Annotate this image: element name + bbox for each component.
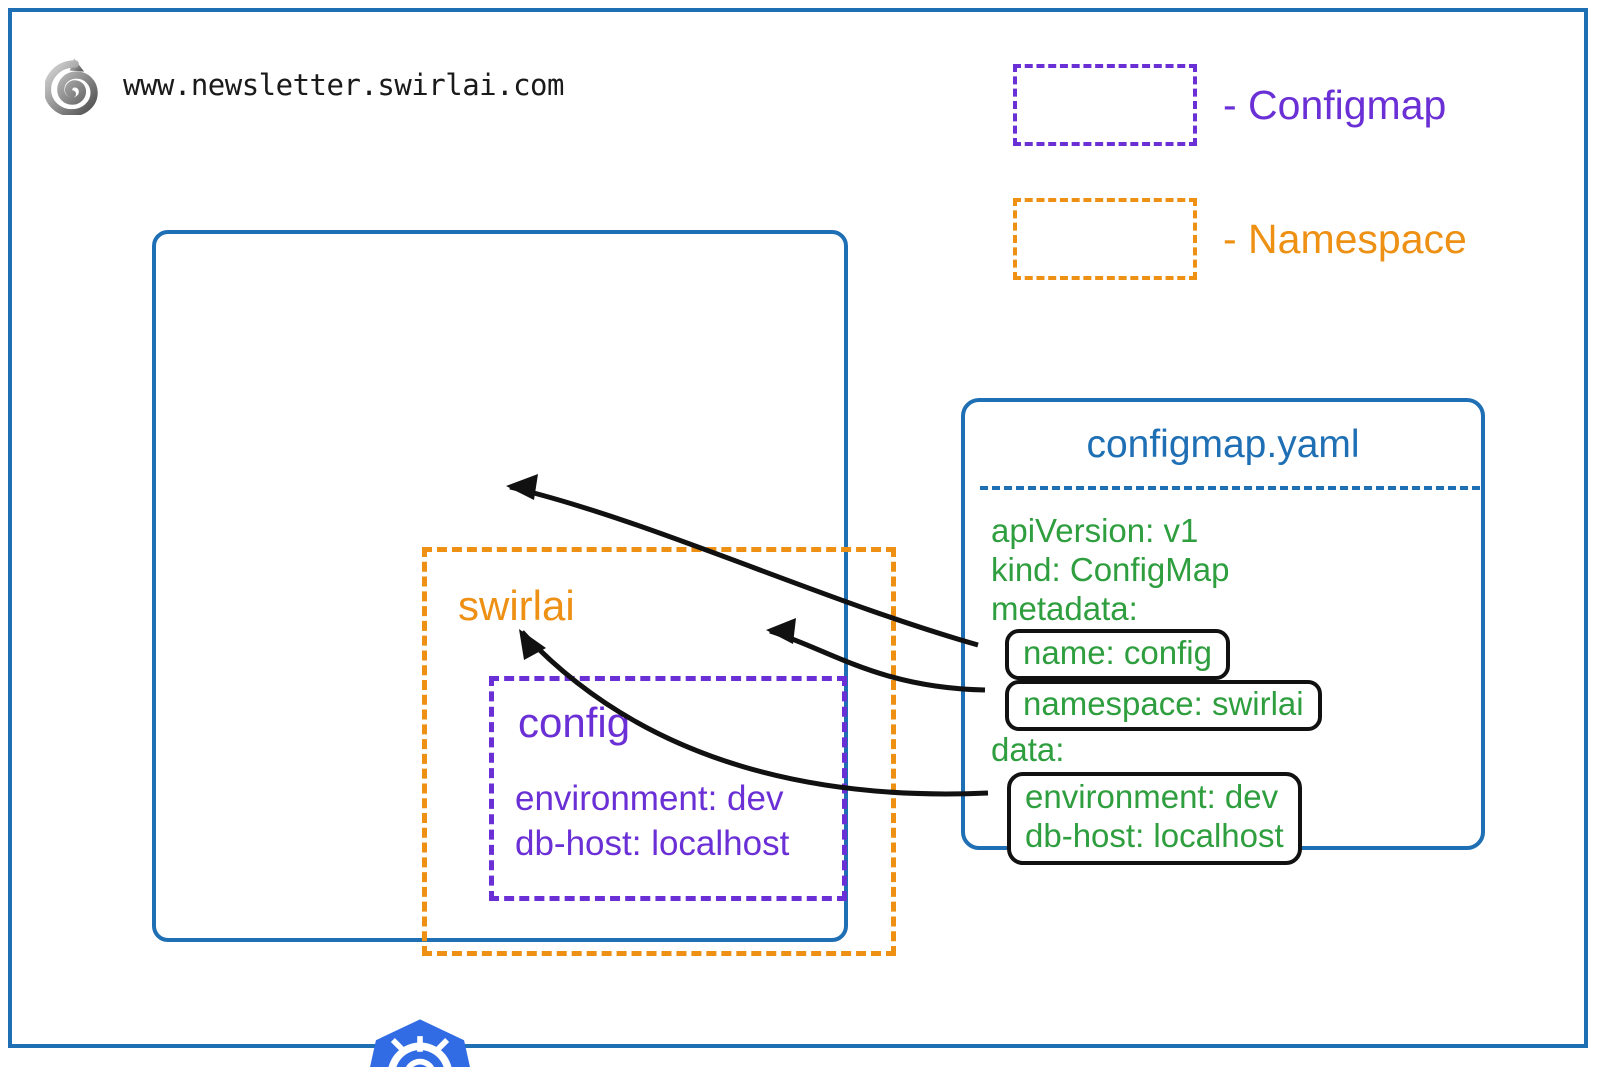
legend-item-namespace: - Namespace — [1013, 198, 1467, 280]
yaml-highlight-namespace: namespace: swirlai — [1005, 679, 1322, 731]
yaml-data-environment: environment: dev — [1025, 777, 1279, 815]
yaml-line-name-wrapper: name: config — [991, 628, 1322, 680]
yaml-line-namespace-wrapper: namespace: swirlai — [991, 679, 1322, 731]
yaml-body: apiVersion: v1 kind: ConfigMap metadata:… — [991, 512, 1322, 865]
configmap-entry-dbhost: db-host: localhost — [515, 823, 790, 863]
configmap-entries: environment: dev db-host: localhost — [515, 777, 789, 867]
legend-swatch-namespace — [1013, 198, 1197, 280]
legend-label-namespace: - Namespace — [1223, 215, 1467, 262]
yaml-panel: configmap.yaml apiVersion: v1 kind: Conf… — [961, 398, 1485, 865]
yaml-panel-title: configmap.yaml — [1086, 423, 1360, 466]
yaml-line-kind: kind: ConfigMap — [991, 550, 1230, 588]
namespace-title: swirlai — [458, 582, 575, 629]
brand-url-text: www.newsletter.swirlai.com — [123, 68, 564, 102]
swirl-logo-icon — [45, 58, 98, 115]
brand: www.newsletter.swirlai.com — [45, 55, 564, 115]
yaml-line-data: data: — [991, 730, 1065, 768]
outer-frame-border — [8, 8, 1588, 1048]
kubernetes-logo-icon — [370, 1019, 470, 1067]
yaml-line-apiversion: apiVersion: v1 — [991, 512, 1199, 549]
legend-swatch-configmap — [1013, 64, 1197, 146]
yaml-highlight-data: environment: dev db-host: localhost — [1007, 771, 1302, 865]
yaml-line-metadata: metadata: — [991, 589, 1138, 627]
legend-item-configmap: - Configmap — [1013, 64, 1446, 146]
configmap-box-config: config environment: dev db-host: localho… — [489, 676, 847, 901]
kubernetes-cluster-box: swirlai config environment: dev db-host:… — [152, 230, 896, 1067]
legend-label-configmap: - Configmap — [1223, 81, 1447, 128]
yaml-data-dbhost: db-host: localhost — [1025, 816, 1284, 854]
yaml-panel-divider — [980, 486, 1480, 490]
configmap-title: config — [518, 699, 631, 746]
namespace-box-swirlai: swirlai config environment: dev db-host:… — [422, 547, 896, 956]
yaml-line-data-wrapper: environment: dev db-host: localhost — [991, 770, 1322, 865]
yaml-highlight-name: name: config — [1005, 628, 1230, 680]
configmap-entry-environment: environment: dev — [515, 779, 784, 818]
